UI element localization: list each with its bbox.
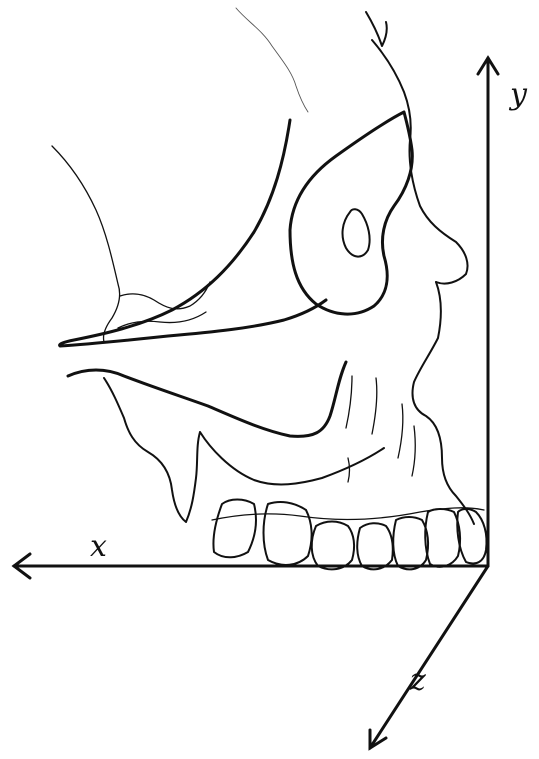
maxilla-ridge-4 — [412, 426, 415, 476]
maxilla-ridge-3 — [398, 404, 403, 458]
cranial-suture-top — [236, 8, 308, 112]
z-axis-line — [370, 566, 488, 748]
z-axis-label: z — [409, 663, 426, 698]
premolar-1 — [312, 522, 354, 570]
upper-teeth — [212, 500, 487, 570]
incisor-1 — [425, 509, 460, 567]
maxilla-edge — [68, 362, 346, 436]
x-axis-label: x — [90, 529, 107, 564]
orbit-outline — [290, 112, 412, 314]
y-axis-label: y — [508, 77, 528, 112]
axes: x y z — [14, 58, 528, 748]
skull-drawing — [52, 8, 487, 569]
molar-2 — [264, 502, 312, 565]
temporal-line — [52, 146, 120, 342]
molar-1 — [213, 500, 256, 558]
maxilla-ridge-1 — [346, 376, 352, 428]
zygomatic-arch — [60, 120, 326, 346]
premolar-2 — [357, 523, 393, 569]
incisor-2 — [457, 509, 486, 564]
canine — [393, 517, 428, 569]
maxilla-ridge-2 — [372, 378, 377, 434]
z-axis-arrowhead — [370, 730, 386, 748]
nasal-outline — [413, 282, 475, 524]
lacrimal-mark — [343, 209, 370, 256]
maxilla-ridge-5 — [348, 458, 350, 482]
